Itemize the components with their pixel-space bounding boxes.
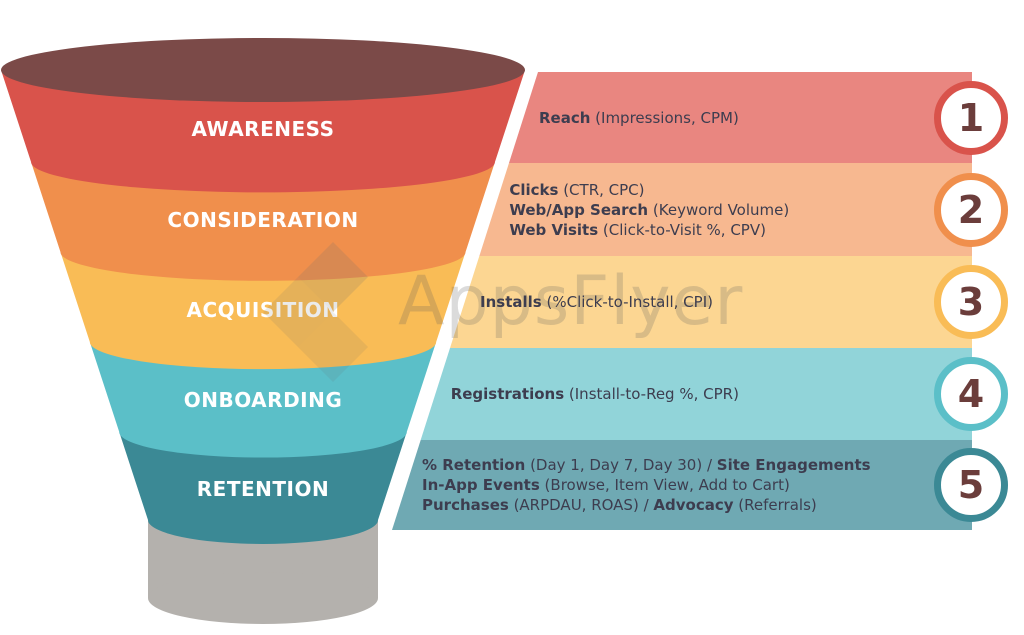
metric-line: Web/App Search (Keyword Volume) [509,200,930,220]
metric-panel-5: % Retention (Day 1, Day 7, Day 30) / Sit… [422,440,930,530]
metric-kpis: (ARPDAU, ROAS) / [508,496,654,514]
stage-label-retention: RETENTION [197,477,329,501]
metric-name: Registrations [450,385,565,403]
stage-label-onboarding: ONBOARDING [184,388,343,412]
metric-kpis: (%Click-to-Install, CPI) [541,293,713,311]
metric-line: Web Visits (Click-to-Visit %, CPV) [509,220,930,240]
metric-name: Purchases [422,496,509,514]
metric-line: Installs (%Click-to-Install, CPI) [480,292,930,312]
funnel-stem-base [148,572,378,624]
funnel-labels: RETENTION ONBOARDING ACQUISITION CONSIDERAT… [167,117,358,501]
metric-kpis: (Referrals) [733,496,817,514]
funnel-band-onboarding [89,342,437,458]
funnel-bands [1,70,525,544]
metric-kpis: (Install-to-Reg %, CPR) [564,385,739,403]
stage-number-badge-5: 5 [934,448,1008,522]
stage-label-consideration: CONSIDERATION [167,208,358,232]
metric-kpis: (Day 1, Day 7, Day 30) / [525,456,717,474]
metric-name: Installs [480,293,542,311]
metric-line: Clicks (CTR, CPC) [509,180,930,200]
metric-name: In-App Events [422,476,540,494]
metric-line: Reach (Impressions, CPM) [539,108,930,128]
funnel-band-awareness [1,70,525,193]
metric-panel-bg-4 [420,348,972,440]
metric-name: Reach [538,108,591,127]
metric-line: Purchases (ARPDAU, ROAS) / Advocacy (Ref… [422,495,930,515]
metric-panels [392,72,972,530]
metric-line: % Retention (Day 1, Day 7, Day 30) / Sit… [422,455,930,475]
funnel-band-acquisition [60,252,466,370]
metric-panel-2: Clicks (CTR, CPC)Web/App Search (Keyword… [509,163,930,256]
stage-number-badge-3: 3 [934,265,1008,339]
metric-panel-bg-1 [508,72,972,163]
stage-label-awareness: AWARENESS [191,117,334,141]
metric-name: % Retention [422,456,526,474]
metric-kpis: (CTR, CPC) [558,180,645,199]
metric-kpis: (Impressions, CPM) [590,108,739,127]
metric-kpis: (Keyword Volume) [648,200,790,219]
metric-panel-3: Installs (%Click-to-Install, CPI) [480,256,930,348]
metric-line: In-App Events (Browse, Item View, Add to… [422,475,930,495]
stage-number-badge-2: 2 [934,172,1008,247]
metric-panel-bg-2 [479,163,972,256]
metric-kpis: (Click-to-Visit %, CPV) [598,220,766,239]
metric-name: Advocacy [653,496,734,514]
metric-line: Registrations (Install-to-Reg %, CPR) [451,384,930,404]
stage-label-acquisition: ACQUISITION [186,298,339,322]
metric-name: Web Visits [509,220,599,239]
funnel-band-retention [119,432,407,544]
metric-panel-bg-5 [392,440,972,530]
metric-panel-1: Reach (Impressions, CPM) [539,72,930,163]
funnel-top-opening [1,38,525,102]
metric-name: Clicks [509,180,559,199]
metric-name: Web/App Search [509,200,649,219]
metric-name: Site Engagements [716,456,871,474]
metric-panel-bg-3 [450,256,972,348]
metric-kpis: (Browse, Item View, Add to Cart) [539,476,790,494]
stage-number-badge-4: 4 [934,357,1008,431]
metric-panel-4: Registrations (Install-to-Reg %, CPR) [451,348,930,440]
funnel-band-consideration [31,162,495,281]
stage-number-badge-1: 1 [934,80,1008,155]
